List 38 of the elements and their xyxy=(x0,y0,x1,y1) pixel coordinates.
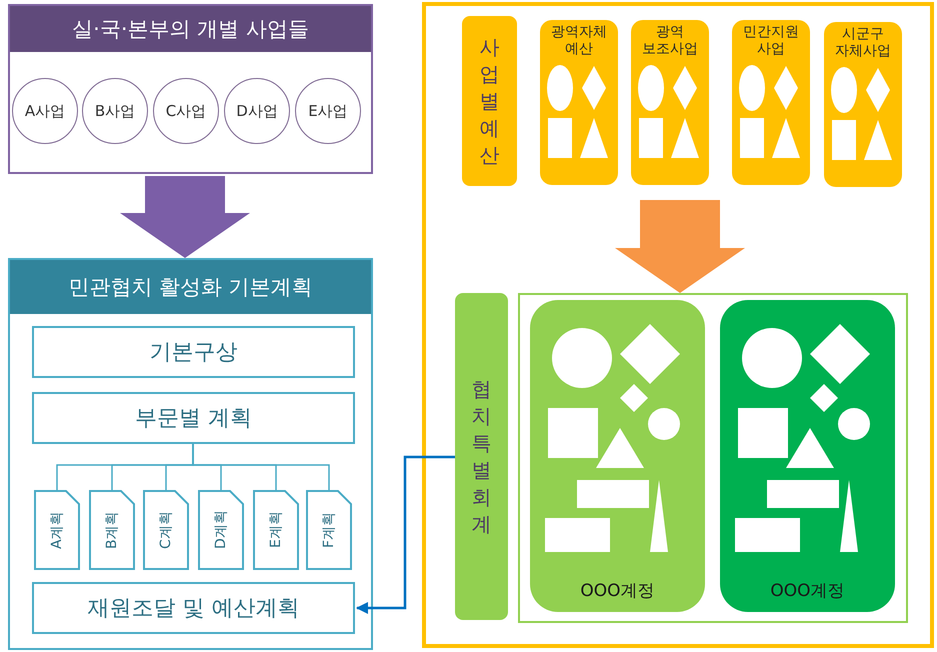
panel-title: 실·국·본부의 개별 사업들 xyxy=(10,6,371,52)
card-label: OOO계정 xyxy=(579,580,656,602)
process-box: 기본구상 xyxy=(32,326,355,378)
panel-frame xyxy=(422,2,934,648)
document-node: D계획 xyxy=(198,490,244,570)
circle-node: E사업 xyxy=(295,78,361,144)
panel-title: 민관협치 활성화 기본계획 xyxy=(10,260,371,314)
vertical-label-bar: 사업별예산 xyxy=(462,16,517,186)
budget-card xyxy=(824,22,902,187)
process-box: 재원조달 및 예산계획 xyxy=(32,582,355,634)
block-arrow xyxy=(615,200,745,293)
budget-card xyxy=(732,20,810,185)
account-card xyxy=(720,300,895,612)
arrow xyxy=(356,456,455,614)
document-node: F계획 xyxy=(306,490,352,570)
card-label: 시군구 자체사업 xyxy=(834,26,892,60)
process-box: 부문별 계획 xyxy=(32,392,355,444)
card-label: OOO계정 xyxy=(769,580,846,602)
circle-node: C사업 xyxy=(153,78,219,144)
document-node: C계획 xyxy=(143,490,189,570)
group-frame xyxy=(518,293,908,623)
document-node: B계획 xyxy=(89,490,135,570)
card-label: 광역자체 예산 xyxy=(550,24,608,58)
circle-node: B사업 xyxy=(82,78,148,144)
document-node: A계획 xyxy=(34,490,80,570)
document-node: E계획 xyxy=(253,490,299,570)
card-label: 민간지원 사업 xyxy=(742,24,800,58)
account-card xyxy=(530,300,705,612)
budget-card xyxy=(540,20,618,185)
budget-card xyxy=(631,20,709,185)
block-arrow xyxy=(120,176,250,258)
circle-node: A사업 xyxy=(12,78,78,144)
panel xyxy=(8,4,373,174)
connector-line xyxy=(192,444,330,490)
panel xyxy=(8,258,373,650)
card-label: 광역 보조사업 xyxy=(641,24,699,58)
circle-node: D사업 xyxy=(224,78,290,144)
vertical-label-bar: 협치특별회계 xyxy=(455,293,508,620)
